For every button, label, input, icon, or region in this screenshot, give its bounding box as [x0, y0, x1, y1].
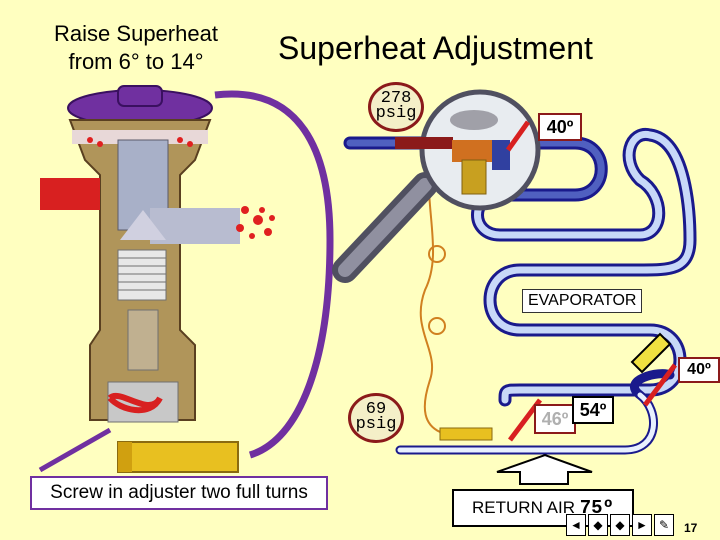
low-pressure-value: 69: [365, 400, 387, 419]
pen-icon[interactable]: ✎: [654, 514, 674, 536]
expansion-valve: [40, 85, 275, 423]
page-title: Superheat Adjustment: [278, 30, 593, 66]
low-pressure-unit: psig: [355, 415, 397, 434]
low-pressure-gauge: 69 psig: [348, 393, 404, 443]
evaporator-outlet-temperature: 40º: [678, 357, 720, 383]
bulb-temperature: 40º: [538, 113, 582, 141]
high-pressure-value: 278: [380, 89, 412, 108]
page-number: 17: [684, 521, 698, 535]
instruction-box: Screw in adjuster two full turns: [30, 476, 328, 510]
inlet-temperature: 46º: [534, 404, 576, 434]
capillary-tube: [214, 90, 334, 459]
return-air-arrow: [496, 453, 593, 485]
return-air-value: 75º: [579, 497, 614, 519]
high-pressure-unit: psig: [375, 104, 417, 123]
magnifier: [332, 89, 541, 283]
capillary-lower: [38, 427, 112, 473]
menu-button[interactable]: ◆: [610, 514, 630, 536]
subtitle: Raise Superheat from 6° to 14°: [22, 20, 250, 76]
next-button[interactable]: ►: [632, 514, 652, 536]
return-air-box: RETURN AIR 75º: [452, 489, 634, 527]
subtitle-line-1: Raise Superheat: [54, 21, 218, 46]
outlet-temperature: 54º: [572, 396, 614, 424]
high-pressure-gauge: 278 psig: [368, 82, 424, 132]
sensing-bulb: [117, 441, 239, 473]
evaporator-out-arrow: [630, 332, 672, 374]
return-air-label: RETURN AIR: [472, 498, 575, 517]
home-button[interactable]: ◆: [588, 514, 608, 536]
remote-bulb: [439, 427, 493, 441]
subtitle-line-2: from 6° to 14°: [68, 49, 204, 74]
slide-navigation: ◄ ◆ ◆ ► ✎: [566, 514, 674, 538]
evaporator-label: EVAPORATOR: [522, 289, 643, 313]
bulb-capillary: [419, 139, 441, 433]
previous-button[interactable]: ◄: [566, 514, 586, 536]
